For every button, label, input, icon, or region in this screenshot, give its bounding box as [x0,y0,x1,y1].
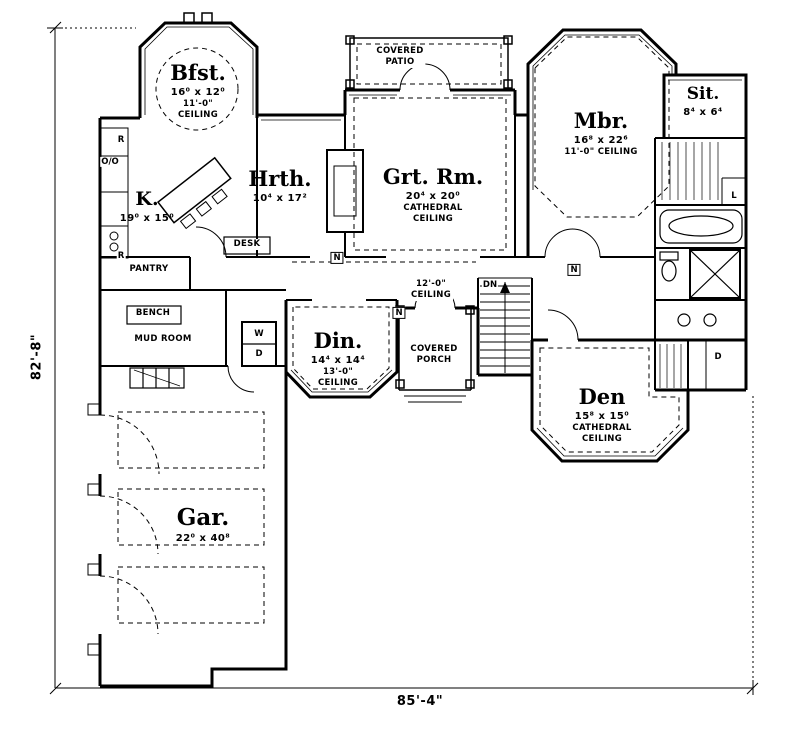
covered-patio-line1: COVERED [376,46,424,56]
mud-room-label: MUD ROOM [134,334,192,344]
room-size-garage: 22⁰ x 40⁸ [175,533,231,544]
room-name-great-room: Grt. Rm. [382,164,484,189]
area-label-pantry: PANTRY [127,264,171,276]
range-marker: R [116,250,126,262]
room-size-den: 15⁸ x 15⁰ [574,411,630,422]
niche-marker-dining: N [392,306,406,320]
desk-label: DESK [233,239,261,249]
area-label-mud-room: MUD ROOM [132,334,194,346]
room-name-sitting: Sit. [686,84,720,104]
area-label-covered-porch: COVERED PORCH [408,344,460,367]
covered-patio-outline [345,35,513,90]
hall-ceiling-line2: CEILING [411,290,451,301]
room-ceiling-den-1: CATHEDRAL [572,423,632,433]
niche-marker-hall: N [330,251,344,265]
room-name-mbr: Mbr. [573,108,629,133]
covered-porch-line1: COVERED [410,344,458,354]
room-ceiling-dining-1: 13'-0" [322,367,354,377]
stairs-down-label: DN [481,279,499,291]
room-ceiling-den-2: CEILING [582,434,622,444]
room-size-kitchen: 19⁰ x 15⁰ [119,213,175,224]
overall-width-dimension: 85'-4" [396,694,444,709]
laundry-marker: D [713,351,723,363]
room-size-bfst: 16⁰ x 12⁰ [170,87,226,98]
windows [144,26,742,457]
room-ceiling-bfst-2: CEILING [178,110,218,120]
double-oven-marker: O/O [100,156,120,168]
closet-hatching [133,142,719,388]
room-label-hearth: Hrth. 10⁴ x 17² [248,168,311,204]
stairs-icon [480,282,530,373]
room-label-den: Den 15⁸ x 15⁰ CATHEDRAL CEILING [572,386,631,444]
kitchen-island-icon [156,156,232,230]
niche-marker-master: N [567,263,581,277]
room-ceiling-dining-2: CEILING [318,378,358,388]
area-label-hall-ceiling: 12'-0" CEILING [409,279,453,302]
room-size-sitting: 8⁴ x 6⁴ [683,107,723,118]
room-ceiling-mbr: 11'-0" CEILING [564,147,638,157]
room-label-garage: Gar. 22⁰ x 40⁸ [176,506,231,544]
room-size-great-room: 20⁴ x 20⁰ [405,191,461,202]
room-name-kitchen: K. [135,188,159,210]
garage-door-swings [87,403,160,656]
room-name-dining: Din. [313,328,363,353]
interior-walls [100,90,746,390]
room-label-great-room: Grt. Rm. 20⁴ x 20⁰ CATHEDRAL CEILING [383,166,483,224]
dashed-ceiling-lines [117,36,680,624]
fireplace-icon [326,149,364,233]
hall-ceiling-line1: 12'-0" [415,279,447,289]
room-ceiling-great-room-2: CEILING [413,214,453,224]
room-size-mbr: 16⁸ x 22⁶ [573,135,629,146]
area-label-bench: BENCH [133,308,173,320]
room-size-dining: 14⁴ x 14⁴ [310,355,366,366]
pantry-label: PANTRY [129,264,169,274]
dimension-lines [47,21,759,695]
room-name-hearth: Hrth. [248,166,312,191]
room-label-dining: Din. 14⁴ x 14⁴ 13'-0" CEILING [311,330,366,388]
kitchen-appliances [99,127,129,259]
area-label-desk: DESK [231,239,263,251]
bench-label: BENCH [135,308,171,318]
washer-marker: W [253,328,265,340]
dryer-marker: D [254,348,264,360]
room-name-garage: Gar. [176,504,230,531]
room-name-den: Den [578,384,626,409]
fridge-marker: R [116,134,126,146]
room-label-sitting: Sit. 8⁴ x 6⁴ [683,84,723,119]
room-label-bfst: Bfst. 16⁰ x 12⁰ 11'-0" CEILING [170,62,226,120]
linen-marker: L [730,190,738,202]
room-size-hearth: 10⁴ x 17² [252,193,308,204]
room-name-bfst: Bfst. [170,60,226,85]
builtins [126,236,277,389]
room-ceiling-bfst-1: 11'-0" [182,99,214,109]
bath-fixtures [659,209,743,327]
room-label-mbr: Mbr. 16⁸ x 22⁶ 11'-0" CEILING [564,110,637,157]
area-label-covered-patio: COVERED PATIO [374,46,426,69]
room-label-kitchen: K. 19⁰ x 15⁰ [119,188,175,225]
covered-porch-line2: PORCH [416,355,452,366]
room-ceiling-great-room-1: CATHEDRAL [403,203,463,213]
overall-height-dimension: 82'-8" [29,333,45,381]
covered-patio-line2: PATIO [385,57,415,68]
covered-porch-outline [395,305,475,403]
